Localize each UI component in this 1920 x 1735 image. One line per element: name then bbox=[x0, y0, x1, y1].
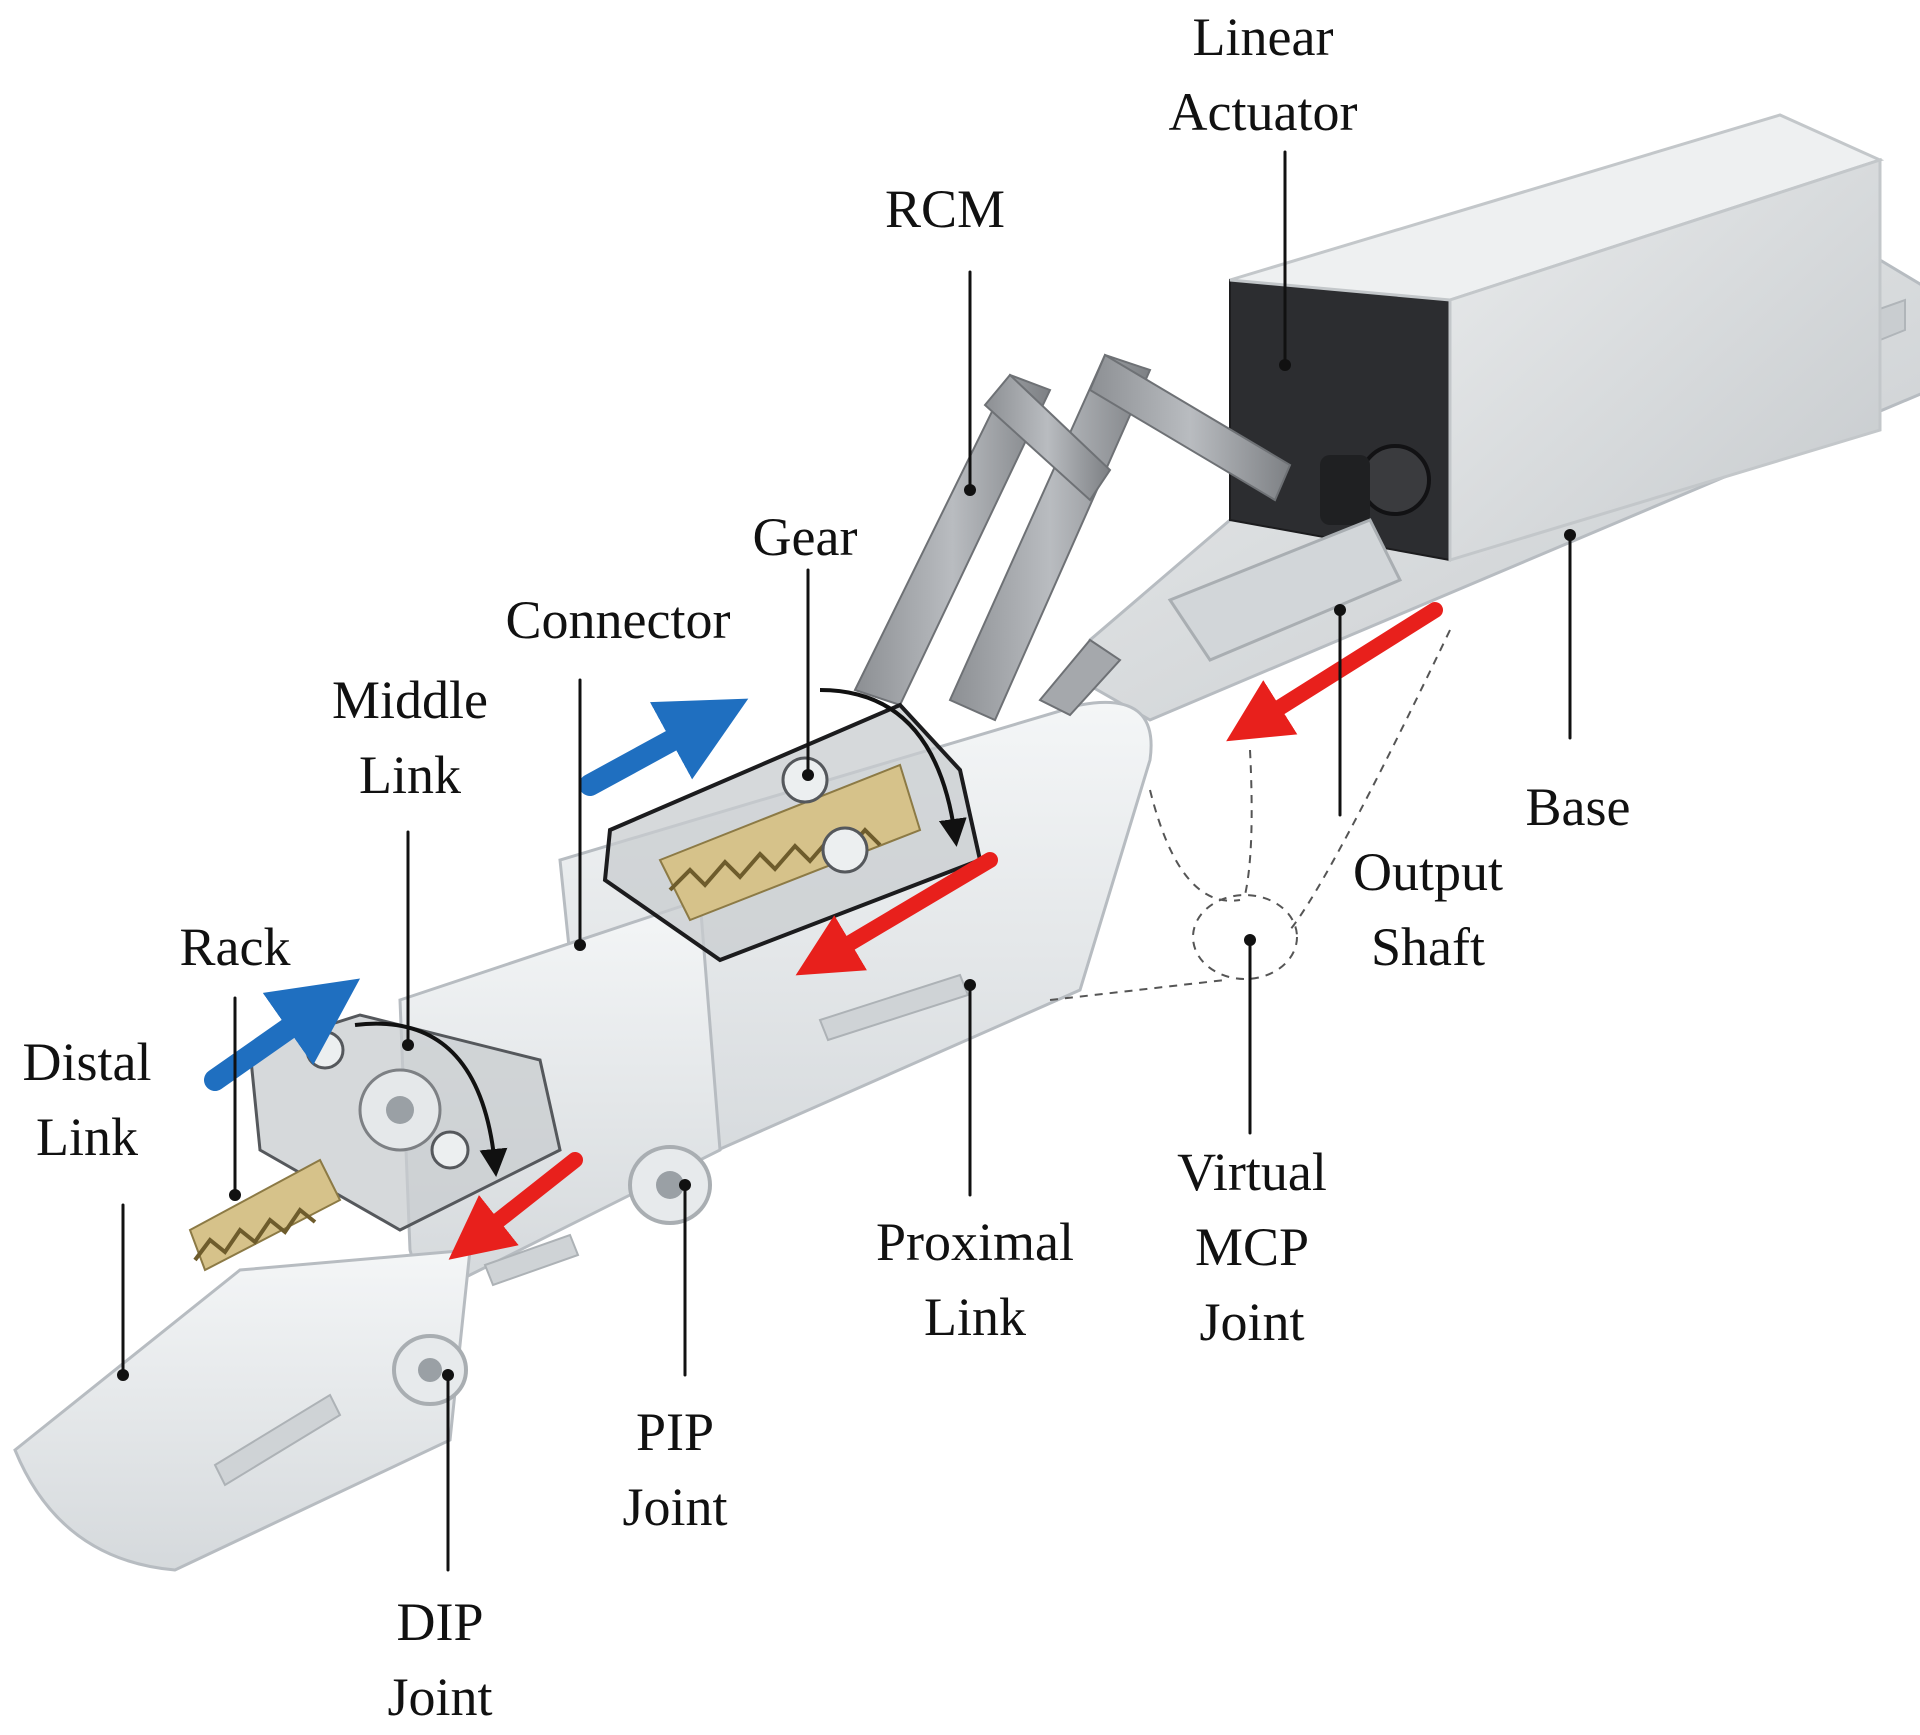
label-line: Joint bbox=[1199, 1292, 1305, 1352]
label-output-shaft: Output Shaft bbox=[1353, 835, 1503, 985]
label-line: Joint bbox=[387, 1667, 493, 1727]
label-line: Virtual bbox=[1177, 1142, 1327, 1202]
label-line: Shaft bbox=[1370, 917, 1485, 977]
label-line: Linear bbox=[1192, 7, 1334, 67]
label-proximal-link: Proximal Link bbox=[876, 1205, 1074, 1355]
label-middle-link: Middle Link bbox=[332, 663, 488, 813]
proximal-rotation-arrow bbox=[819, 688, 967, 847]
red-arrow-base bbox=[1226, 602, 1443, 742]
label-line: Middle bbox=[332, 670, 488, 730]
red-arrow-middle bbox=[448, 1152, 583, 1260]
label-line: Base bbox=[1525, 777, 1631, 837]
distal-rack bbox=[188, 1158, 342, 1272]
label-linear-actuator: Linear Actuator bbox=[1169, 0, 1358, 150]
output-shaft-block bbox=[1167, 518, 1403, 662]
label-line: Rack bbox=[179, 917, 291, 977]
proximal-gear-unit bbox=[602, 702, 983, 963]
label-line: Link bbox=[359, 745, 461, 805]
label-gear: Gear bbox=[753, 500, 858, 575]
label-virtual-mcp-joint: Virtual MCP Joint bbox=[1177, 1135, 1327, 1360]
label-dip-joint: DIP Joint bbox=[387, 1585, 492, 1735]
distal-link-shell bbox=[13, 1248, 472, 1572]
pip-joint-hub bbox=[628, 1145, 712, 1225]
label-pip-joint: PIP Joint bbox=[622, 1395, 727, 1545]
label-distal-link: Distal Link bbox=[23, 1025, 152, 1175]
label-rcm: RCM bbox=[885, 172, 1005, 247]
label-line: Actuator bbox=[1168, 82, 1358, 142]
leader-lines bbox=[121, 150, 1572, 1572]
label-line: Distal bbox=[22, 1032, 152, 1092]
leader-dots bbox=[117, 359, 1576, 1381]
blue-arrow-proximal bbox=[579, 698, 749, 796]
middle-rotation-arrow bbox=[354, 1021, 508, 1177]
label-line: MCP bbox=[1194, 1217, 1310, 1277]
blue-arrow-distal bbox=[204, 978, 361, 1091]
label-line: Output bbox=[1352, 842, 1504, 902]
label-base: Base bbox=[1526, 770, 1631, 845]
label-line: Link bbox=[924, 1287, 1026, 1347]
label-line: Joint bbox=[622, 1477, 728, 1537]
label-line: Proximal bbox=[876, 1212, 1074, 1272]
dip-joint-hub bbox=[392, 1334, 468, 1406]
rcm-linkage bbox=[853, 353, 1292, 722]
label-line: Connector bbox=[505, 590, 731, 650]
actuator-housing bbox=[1229, 113, 1885, 563]
label-rack: Rack bbox=[180, 910, 291, 985]
label-line: DIP bbox=[396, 1592, 484, 1652]
label-line: Link bbox=[36, 1107, 138, 1167]
red-arrow-proximal bbox=[795, 852, 998, 976]
label-line: Gear bbox=[752, 507, 858, 567]
label-connector: Connector bbox=[506, 583, 731, 658]
label-line: PIP bbox=[635, 1402, 715, 1462]
label-line: RCM bbox=[884, 179, 1006, 239]
virtual-mcp-guide bbox=[1049, 629, 1451, 1001]
